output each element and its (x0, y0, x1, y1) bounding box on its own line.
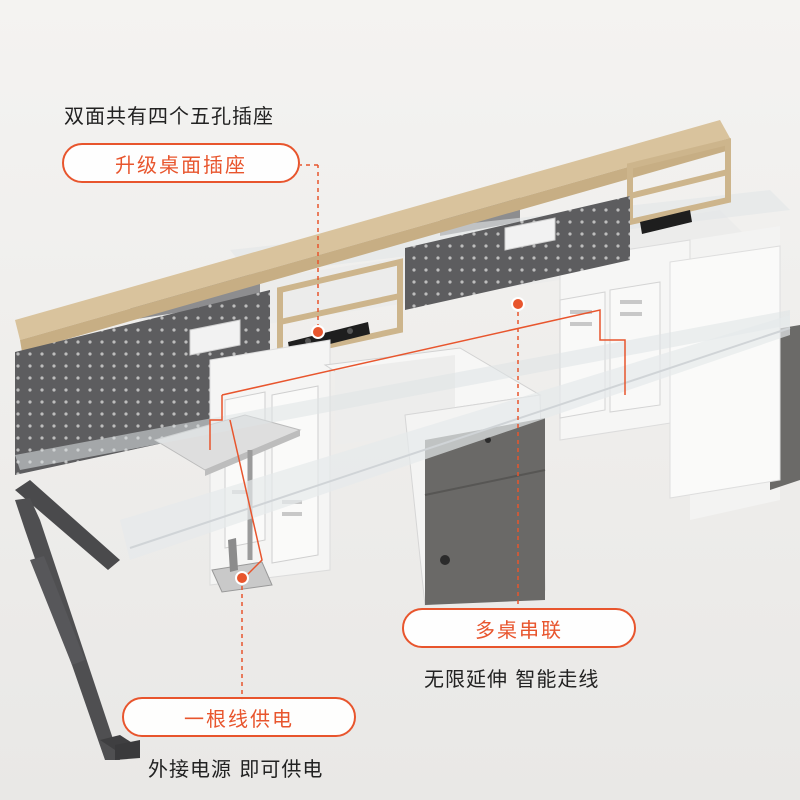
wiring-lines (209, 164, 626, 700)
middle-caption: 无限延伸 智能走线 (424, 667, 600, 691)
upgrade-socket-pill: 升级桌面插座 (62, 143, 300, 183)
right-cabinets (559, 239, 781, 499)
power-indicator-dot (235, 571, 249, 585)
indicator-dots (235, 297, 525, 585)
desk-leg (15, 480, 140, 760)
single-cable-power-pill: 一根线供电 (122, 697, 356, 737)
chain-indicator-dot (511, 297, 525, 311)
glass-desktop-front (15, 310, 791, 560)
socket-indicator-dot (311, 325, 325, 339)
bottom-caption: 外接电源 即可供电 (148, 757, 324, 781)
wood-shelf (15, 120, 731, 360)
top-caption: 双面共有四个五孔插座 (64, 104, 274, 128)
multi-desk-chain-pill: 多桌串联 (402, 608, 636, 648)
